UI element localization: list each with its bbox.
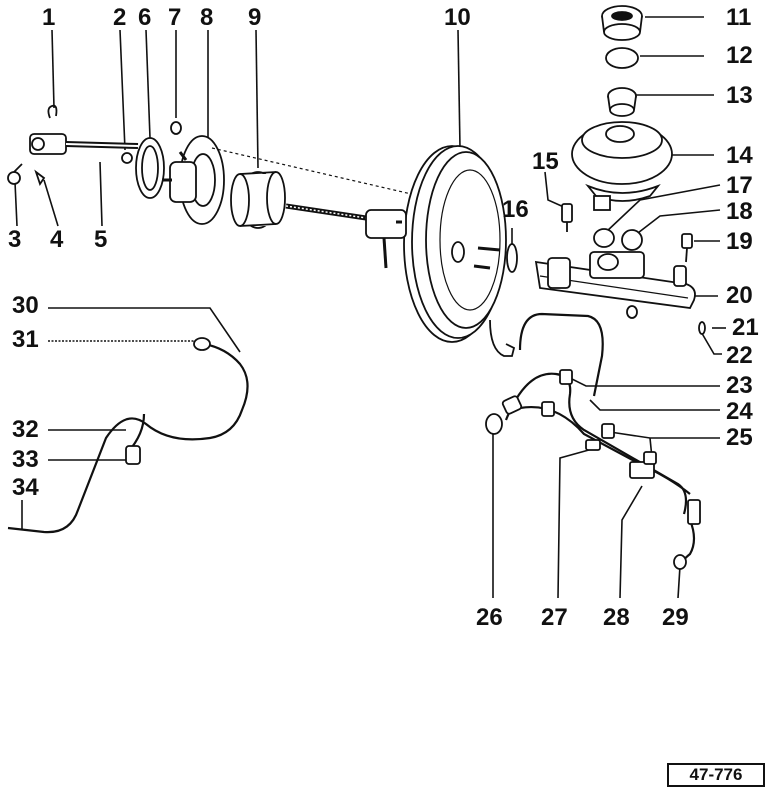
callout-30: 30 — [12, 292, 39, 319]
leader-4 — [43, 179, 59, 227]
leader-5 — [99, 161, 103, 227]
leader-27 — [557, 447, 597, 599]
part-7-washer — [170, 121, 182, 135]
brake-line-left — [7, 342, 249, 534]
part-25-fitting-b — [643, 451, 657, 465]
leader-6 — [145, 29, 151, 139]
leader-17 — [605, 184, 721, 233]
part-17-grommet — [593, 228, 619, 271]
callout-4: 4 — [50, 226, 64, 253]
callout-26: 26 — [476, 604, 503, 631]
booster-check-valve — [489, 319, 516, 357]
leader-25 — [609, 431, 720, 439]
leader-lines — [14, 16, 726, 599]
leader-2 — [119, 29, 126, 151]
callout-5: 5 — [94, 226, 108, 253]
leader-22 — [699, 329, 722, 355]
leader-18 — [633, 209, 721, 237]
leader-29 — [677, 565, 681, 599]
callout-33: 33 — [12, 446, 39, 473]
leader-24 — [589, 399, 720, 411]
part-2-nut — [121, 152, 133, 164]
callout-20: 20 — [726, 282, 753, 309]
part-4-clip — [34, 169, 46, 187]
callout-27: 27 — [541, 604, 568, 631]
callout-23: 23 — [726, 372, 753, 399]
callout-32: 32 — [12, 416, 39, 443]
callout-24: 24 — [726, 398, 753, 425]
part-3-pin — [7, 163, 23, 185]
parts — [7, 5, 706, 570]
part-26-union — [485, 395, 523, 435]
part-25-fitting — [601, 423, 615, 439]
part-5-pushrod — [29, 133, 139, 155]
part-14-reservoir — [571, 121, 673, 211]
callout-31: 31 — [12, 326, 39, 353]
callout-28: 28 — [603, 604, 630, 631]
part-27-clip — [585, 439, 601, 451]
callout-1: 1 — [42, 4, 56, 31]
callout-3: 3 — [8, 226, 22, 253]
leader-9 — [255, 29, 259, 169]
callout-16: 16 — [502, 196, 529, 223]
callout-12: 12 — [726, 42, 753, 69]
callout-7: 7 — [168, 4, 182, 31]
callout-22: 22 — [726, 342, 753, 369]
leader-1 — [51, 29, 55, 109]
callout-14: 14 — [726, 142, 753, 169]
leader-30 — [48, 307, 241, 353]
part-20-master-cylinder — [534, 251, 696, 319]
part-1-clip — [47, 104, 58, 119]
part-9-sleeve — [230, 171, 286, 229]
callout-18: 18 — [726, 198, 753, 225]
callout-11: 11 — [726, 4, 752, 31]
callout-29: 29 — [662, 604, 689, 631]
callout-10: 10 — [444, 4, 471, 31]
callout-13: 13 — [726, 82, 753, 109]
part-24-union — [541, 401, 555, 417]
callout-15: 15 — [532, 148, 559, 175]
leader-3 — [14, 181, 18, 227]
callout-9: 9 — [248, 4, 262, 31]
part-29-hose-end — [673, 554, 687, 570]
part-8-bracket — [162, 135, 225, 225]
part-16-seal — [506, 243, 518, 273]
callout-17: 17 — [726, 172, 753, 199]
leader-15 — [544, 171, 567, 209]
callout-2: 2 — [113, 4, 127, 31]
leader-10 — [457, 29, 461, 149]
figure-reference-code: 47-776 — [667, 763, 765, 787]
callout-25: 25 — [726, 424, 753, 451]
part-6-gasket — [135, 137, 165, 199]
part-15-bolt — [561, 203, 573, 232]
part-13-strainer — [607, 87, 637, 117]
callout-8: 8 — [200, 4, 214, 31]
part-10-brake-booster — [365, 145, 507, 343]
callout-21: 21 — [732, 314, 759, 341]
leader-23 — [569, 377, 720, 387]
line-end-fitting — [687, 499, 701, 525]
callout-6: 6 — [138, 4, 152, 31]
callout-34: 34 — [12, 474, 39, 501]
part-21-seal — [698, 321, 706, 335]
leader-28 — [619, 485, 643, 599]
part-31-fitting — [193, 337, 211, 351]
part-12-seal-ring — [605, 47, 639, 69]
part-11-cap — [601, 5, 643, 41]
part-18-grommet — [621, 229, 643, 251]
callout-19: 19 — [726, 228, 753, 255]
part-19-bleeder — [681, 233, 693, 263]
part-24-fitting — [559, 369, 573, 385]
part-28-bracket — [629, 461, 655, 479]
part-32-clip — [125, 445, 141, 465]
